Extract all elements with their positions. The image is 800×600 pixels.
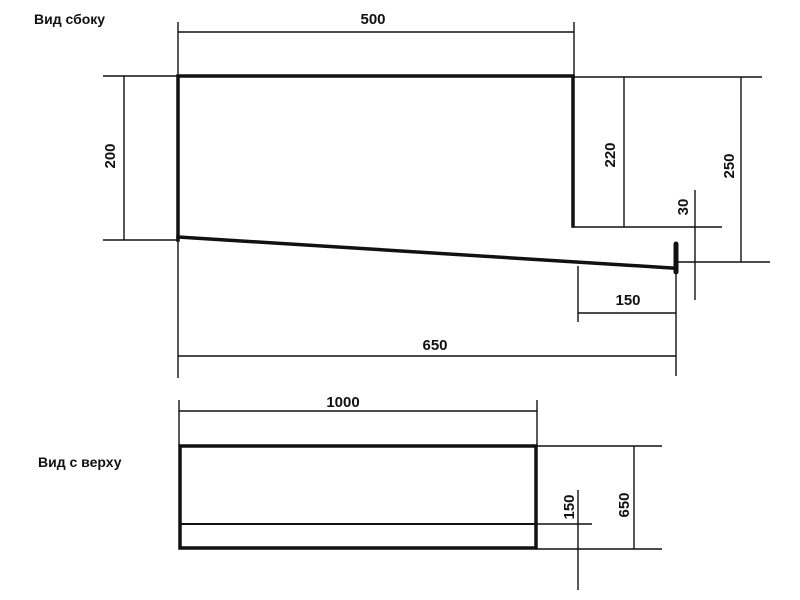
side-view-title: Вид сбоку <box>34 11 105 27</box>
dim-1000-label: 1000 <box>326 394 359 411</box>
dim-250-label: 250 <box>721 153 738 178</box>
side-view-outline <box>176 74 575 242</box>
top-view: Вид с верху 1000 150 650 <box>38 394 662 590</box>
top-view-outline <box>178 444 538 550</box>
dim-150-label: 150 <box>615 292 640 309</box>
top-view-title: Вид с верху <box>38 454 122 470</box>
dim-200-label: 200 <box>102 143 119 168</box>
dim-220-label: 220 <box>602 142 619 167</box>
dim-30-label: 30 <box>675 199 692 216</box>
dim-650-label: 650 <box>422 337 447 354</box>
side-view: Вид сбоку 500 200 220 250 30 150 650 <box>34 11 770 378</box>
dim-650-top-label: 650 <box>616 492 633 517</box>
dim-150-top-label: 150 <box>561 494 578 519</box>
dim-500-label: 500 <box>360 11 385 28</box>
side-view-slope-edge <box>176 235 674 270</box>
